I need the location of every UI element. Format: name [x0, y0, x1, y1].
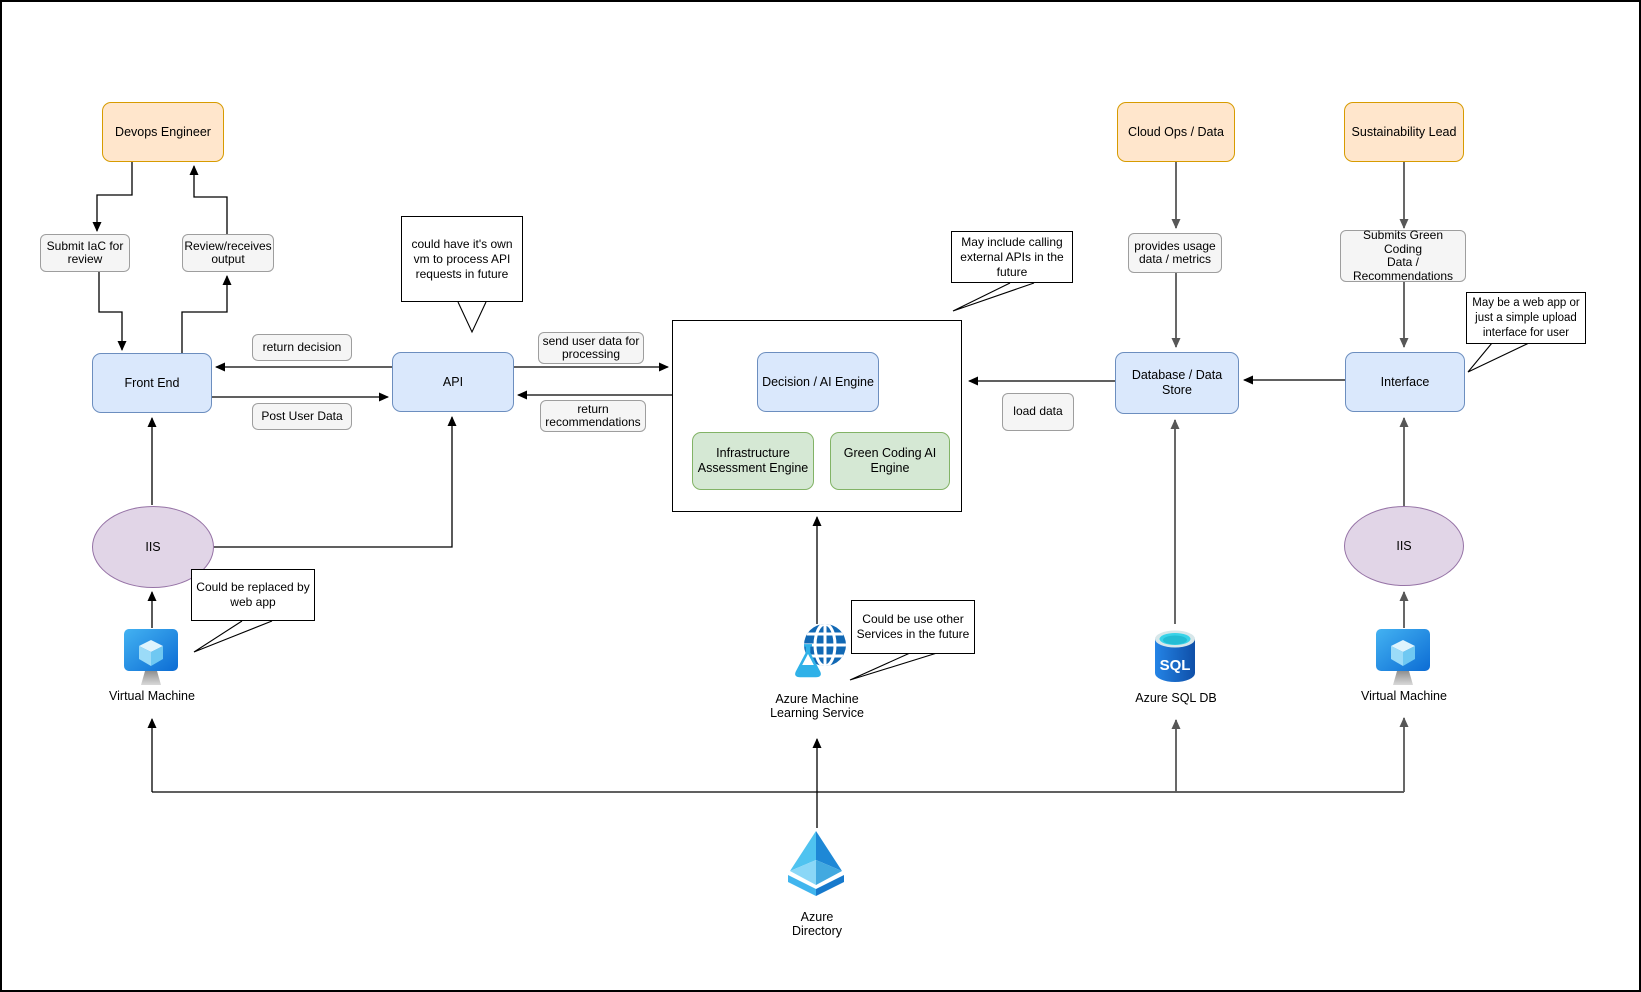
- node-label: Interface: [1380, 374, 1430, 389]
- node-label: Devops Engineer: [115, 124, 211, 139]
- edge-label-review-receives: Review/receives output: [182, 234, 274, 272]
- azure-machine-learning-label: Azure Machine Learning Service: [757, 692, 877, 720]
- node-decision-ai-engine: Decision / AI Engine: [757, 352, 879, 412]
- virtual-machine-label: Virtual Machine: [1344, 689, 1464, 703]
- edge-label-return-decision: return decision: [252, 334, 352, 361]
- node-label: Sustainability Lead: [1351, 124, 1457, 139]
- virtual-machine-icon: [1376, 629, 1430, 685]
- callout-web-upload-interface: May be a web app or just a simple upload…: [1466, 292, 1586, 344]
- azure-sql-db-label: Azure SQL DB: [1116, 691, 1236, 705]
- edge-label-text: return recommendations: [545, 401, 641, 429]
- pointer-callout-external-apis: [952, 282, 1035, 312]
- pointer-callout-web-upload: [1467, 342, 1530, 373]
- edge-label-text: Submits Green Coding Data / Recommendati…: [1352, 228, 1454, 283]
- node-iis-left: IIS: [92, 506, 214, 588]
- arrow-devops-to-submit-iac: [92, 162, 133, 232]
- pointer-callout-replaced-webapp: [193, 620, 273, 653]
- edge-label-send-user-data: send user data for processing: [538, 332, 644, 364]
- node-devops-engineer: Devops Engineer: [102, 102, 224, 162]
- callout-text: Could be use other Services in the futur…: [856, 612, 970, 641]
- icon-label-text: Azure SQL DB: [1135, 691, 1217, 705]
- arrow-review-to-devops: [189, 165, 228, 234]
- node-label: IIS: [1396, 538, 1412, 553]
- callout-text: May include calling external APIs in the…: [960, 234, 1064, 279]
- edge-label-text: Review/receives output: [184, 238, 272, 266]
- node-infrastructure-assessment-engine: Infrastructure Assessment Engine: [692, 432, 814, 490]
- icon-label-text: Azure Machine Learning Service: [770, 692, 864, 720]
- edge-label-text: load data: [1013, 404, 1063, 419]
- node-api: API: [392, 352, 514, 412]
- node-label: Cloud Ops / Data: [1128, 124, 1224, 139]
- edge-label-text: Post User Data: [261, 408, 343, 423]
- virtual-machine-label: Virtual Machine: [92, 689, 212, 703]
- callout-text: May be a web app or just a simple upload…: [1472, 296, 1580, 339]
- node-label: Green Coding AI Engine: [843, 446, 937, 475]
- node-label: Database / Data Store: [1131, 368, 1223, 397]
- icon-label-text: Virtual Machine: [1361, 689, 1447, 703]
- node-interface: Interface: [1345, 352, 1465, 412]
- arrow-iis-left-to-api: [214, 416, 457, 548]
- arrow-submit-iac-to-front-end: [98, 272, 127, 351]
- azure-directory-label: Azure Directory: [767, 910, 867, 938]
- edge-label-text: return decision: [262, 339, 342, 354]
- icon-label-text: Azure Directory: [791, 910, 842, 938]
- sql-icon-text: SQL: [1160, 657, 1191, 674]
- edge-label-submits-green-coding: Submits Green Coding Data / Recommendati…: [1340, 228, 1466, 283]
- node-label: Decision / AI Engine: [762, 374, 874, 389]
- node-database-data-store: Database / Data Store: [1115, 352, 1239, 414]
- azure-sql-db-icon: SQL: [1155, 630, 1195, 682]
- node-green-coding-ai-engine: Green Coding AI Engine: [830, 432, 950, 490]
- node-label: Front End: [124, 375, 180, 390]
- node-front-end: Front End: [92, 353, 212, 413]
- edge-label-post-user-data: Post User Data: [252, 403, 352, 430]
- edge-label-submit-iac: Submit IaC for review: [40, 234, 130, 272]
- node-sustainability-lead: Sustainability Lead: [1344, 102, 1464, 162]
- node-label: Infrastructure Assessment Engine: [697, 446, 809, 475]
- pointer-callout-api-own-vm: [457, 301, 487, 334]
- edge-label-text: send user data for processing: [542, 333, 640, 361]
- node-cloud-ops: Cloud Ops / Data: [1117, 102, 1235, 162]
- edge-label-text: provides usage data / metrics: [1134, 238, 1216, 266]
- edge-label-load-data: load data: [1002, 393, 1074, 431]
- callout-text: could have it's own vm to process API re…: [411, 236, 513, 281]
- pointer-callout-other-services: [849, 652, 938, 681]
- arrow-front-end-to-review: [181, 275, 232, 353]
- azure-directory-icon: [788, 831, 844, 896]
- node-iis-right: IIS: [1344, 506, 1464, 586]
- azure-machine-learning-icon: [795, 624, 846, 678]
- callout-replaced-by-webapp: Could be replaced by web app: [191, 569, 315, 621]
- edge-label-text: Submit IaC for review: [46, 238, 124, 266]
- callout-text: Could be replaced by web app: [196, 580, 310, 609]
- virtual-machine-icon: [124, 629, 178, 685]
- edge-label-provides-usage: provides usage data / metrics: [1128, 233, 1222, 273]
- node-label: IIS: [145, 539, 161, 554]
- callout-other-services: Could be use other Services in the futur…: [851, 600, 975, 654]
- icon-label-text: Virtual Machine: [109, 689, 195, 703]
- node-label: API: [442, 374, 464, 389]
- edge-label-return-recommendations: return recommendations: [540, 400, 646, 432]
- callout-api-own-vm: could have it's own vm to process API re…: [401, 216, 523, 302]
- callout-external-apis: May include calling external APIs in the…: [951, 231, 1073, 283]
